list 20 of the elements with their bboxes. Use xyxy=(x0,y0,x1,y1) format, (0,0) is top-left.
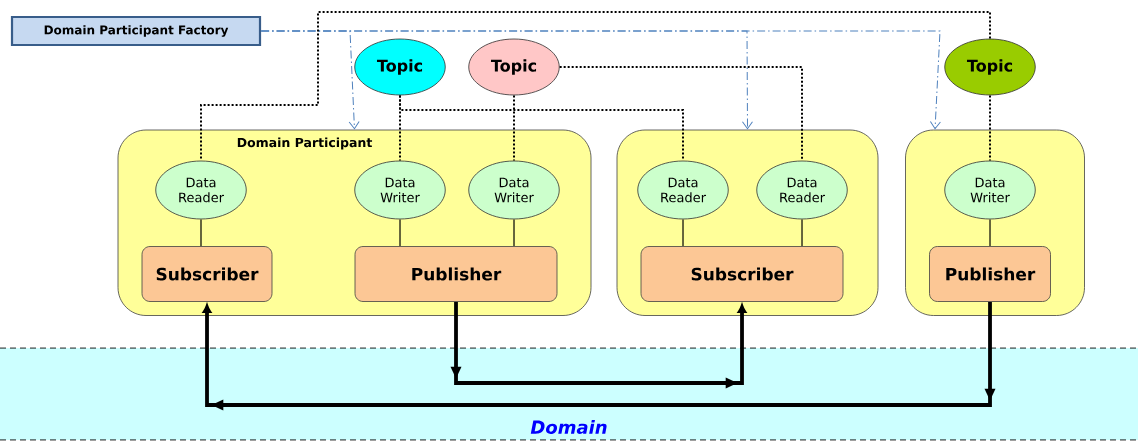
subscriber-box: Subscriber xyxy=(640,246,844,302)
connector-line xyxy=(801,218,803,247)
connector-line xyxy=(558,66,803,162)
connector-line xyxy=(682,218,684,247)
publisher-box: Publisher xyxy=(354,246,558,302)
arrow xyxy=(450,301,747,389)
connector-line xyxy=(989,218,991,247)
connector-line xyxy=(399,94,684,162)
arrow xyxy=(260,30,941,130)
arrow xyxy=(202,301,996,411)
factory-box: Domain Participant Factory xyxy=(10,15,262,47)
connector-line xyxy=(399,218,401,247)
connector-line xyxy=(200,11,991,162)
publisher-box: Publisher xyxy=(929,246,1051,302)
connector-line xyxy=(513,94,515,162)
connector-line xyxy=(200,218,202,247)
connector-line xyxy=(989,94,991,162)
subscriber-box: Subscriber xyxy=(141,246,273,302)
domain-label: Domain xyxy=(530,420,607,434)
connector-line xyxy=(513,218,515,247)
